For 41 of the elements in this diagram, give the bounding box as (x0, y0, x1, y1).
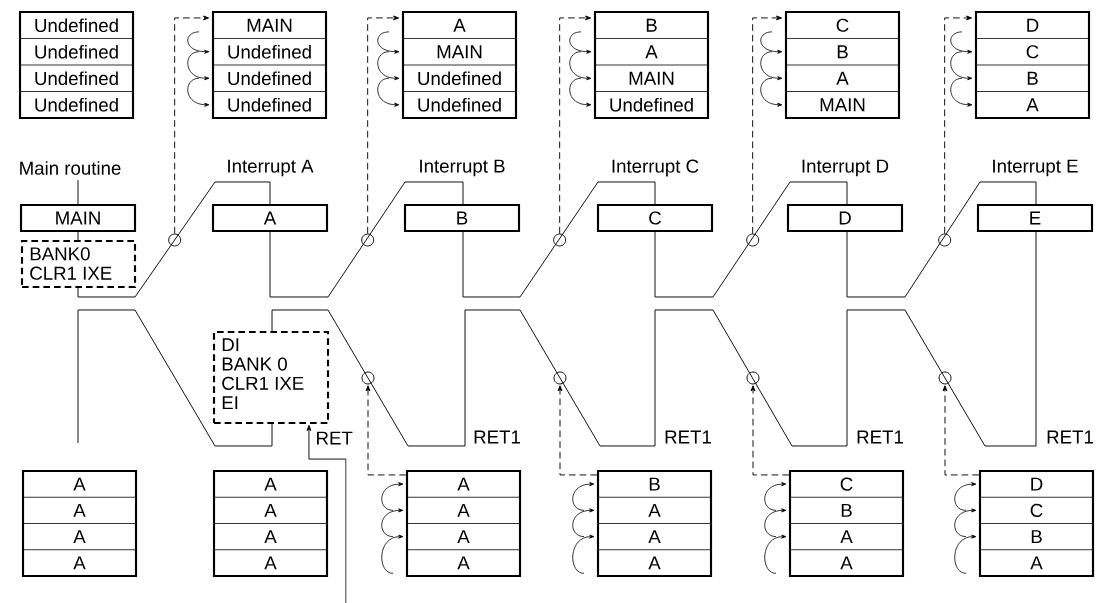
arrow (557, 385, 598, 476)
stack-table: Undefined Undefined Undefined Undefined (18, 10, 135, 120)
stack-table: B A MAIN Undefined (593, 10, 710, 120)
routine-box: D (786, 203, 904, 233)
stack-table: B A A A (596, 469, 713, 578)
instruction-label: RET1 (857, 430, 903, 444)
arrow (306, 424, 347, 603)
routine-box: B (403, 203, 521, 233)
routine-box: MAIN (19, 203, 137, 233)
instruction-label: RET1 (1047, 430, 1093, 444)
routine-box: E (976, 203, 1094, 233)
edge-label: RET (314, 430, 355, 446)
routine-box: A (211, 203, 329, 233)
routine-label: Interrupt E (990, 158, 1080, 178)
instruction-box: BANK0 CLR1 IXE (20, 239, 137, 289)
arrow (174, 15, 210, 234)
routine-label: Interrupt C (609, 158, 701, 178)
routine-label: Interrupt A (225, 158, 315, 178)
instruction-label: RET1 (474, 430, 520, 444)
stack-table: D C B A (974, 10, 1091, 120)
instruction-box: DI BANK 0 CLR1 IXE EI (212, 330, 330, 425)
stack-table: A A A A (212, 469, 329, 578)
arrow (942, 385, 980, 476)
stack-table: A A A A (21, 469, 138, 578)
routine-label: Interrupt D (799, 158, 891, 178)
stack-table: C B A A (788, 469, 905, 578)
arrow (944, 15, 973, 234)
routine-box: C (596, 203, 714, 233)
stack-table: A A A A (405, 469, 522, 578)
arrow (750, 385, 790, 476)
stack-table: MAIN Undefined Undefined Undefined (211, 10, 328, 120)
arrow (365, 385, 407, 476)
arrow (559, 15, 592, 234)
routine-label: Main routine (17, 159, 123, 177)
arrow (752, 15, 783, 234)
routine-label: Interrupt B (417, 158, 507, 178)
arrow (367, 15, 400, 234)
stack-table: C B A MAIN (784, 10, 901, 120)
stack-table: D C B A (978, 469, 1095, 578)
stack-table: A MAIN Undefined Undefined (401, 10, 518, 120)
instruction-label: RET1 (665, 430, 711, 444)
